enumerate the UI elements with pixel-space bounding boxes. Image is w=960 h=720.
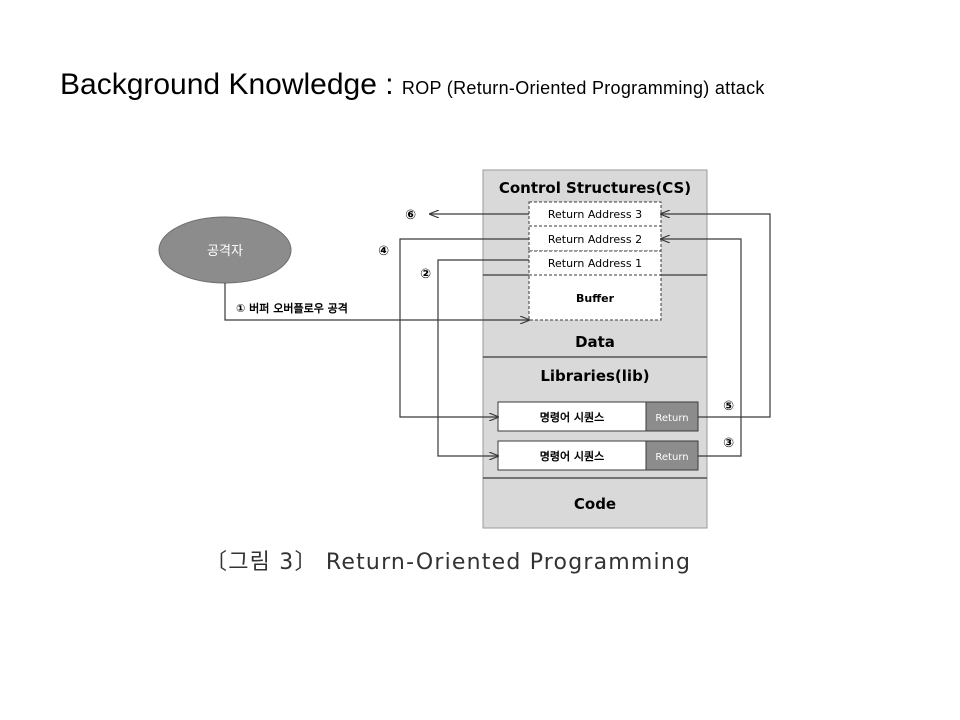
return-address-2-box <box>528 225 662 252</box>
instruction-sequence-1-box <box>497 401 647 432</box>
code-label: Code <box>574 495 616 513</box>
data-label: Data <box>575 333 615 351</box>
instruction-sequence-1-label: 명령어 시퀀스 <box>540 410 605 424</box>
figure-caption: 〔그림 3〕 Return-Oriented Programming <box>205 550 692 575</box>
step4-arrow <box>399 238 529 417</box>
return-2-label: Return <box>655 452 688 463</box>
instruction-sequence-2-label: 명령어 시퀀스 <box>540 449 605 463</box>
return-address-2-label: Return Address 2 <box>548 233 642 246</box>
return-address-3-label: Return Address 3 <box>548 208 642 221</box>
instruction-sequence-2-box <box>497 440 647 471</box>
return-address-1-label: Return Address 1 <box>548 257 642 270</box>
return-2-box <box>645 440 699 471</box>
step2-label: ② <box>420 267 431 282</box>
step3-arrow <box>661 239 742 457</box>
step6-label: ⑥ <box>405 208 416 223</box>
step1-label: ① 버퍼 오버플로우 공격 <box>236 301 348 315</box>
step5-arrow <box>661 214 771 418</box>
libraries-label: Libraries(lib) <box>540 367 649 385</box>
return-1-label: Return <box>655 413 688 424</box>
title-sub: ROP (Return-Oriented Programming) attack <box>401 78 765 98</box>
control-structures-label: Control Structures(CS) <box>499 179 691 197</box>
step1-arrow <box>224 283 529 320</box>
return-address-3-box <box>528 201 662 227</box>
step5-label: ⑤ <box>723 399 734 414</box>
return-1-box <box>645 401 699 432</box>
slide-title: Background Knowledge : ROP (Return-Orien… <box>60 68 765 102</box>
step4-label: ④ <box>378 244 389 259</box>
buffer-box <box>528 274 662 321</box>
return-address-1-box <box>528 250 662 276</box>
title-main: Background Knowledge : <box>60 68 402 101</box>
step2-arrow <box>437 259 529 456</box>
buffer-label: Buffer <box>576 292 615 305</box>
attacker-label: 공격자 <box>207 244 243 259</box>
step3-label: ③ <box>723 436 734 451</box>
